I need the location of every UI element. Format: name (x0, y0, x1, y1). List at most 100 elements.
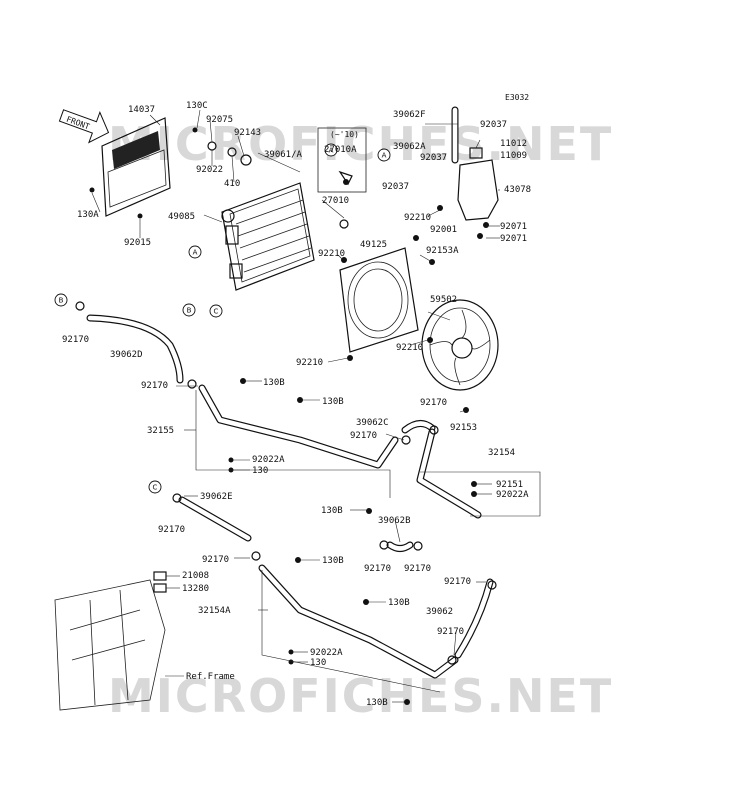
part-label-92001: 92001 (430, 225, 457, 235)
part-label-92022A-b: 92022A (496, 490, 529, 500)
part-label-92170-i: 92170 (444, 577, 471, 587)
radiator (221, 182, 315, 291)
part-label-92037-c: 92037 (382, 182, 409, 192)
pipe-32155 (198, 384, 399, 469)
part-label-92210-b: 92210 (318, 249, 345, 259)
part-label-92170-c: 92170 (420, 398, 447, 408)
hose-39062C (401, 420, 436, 434)
part-label-130B-e: 130B (388, 598, 410, 608)
svg-text:C: C (153, 484, 158, 492)
part-label-21008: 21008 (182, 571, 209, 581)
callout-A1: A (188, 245, 202, 259)
part-label-39062: 39062 (426, 607, 453, 617)
year-note-box: (~'10) 27010A (317, 127, 367, 193)
cooling-fan (421, 299, 499, 391)
part-label-49085: 49085 (168, 212, 195, 222)
callout-C1: C (209, 304, 223, 318)
callout-A3: A (377, 148, 391, 162)
part-label-92143: 92143 (234, 128, 261, 138)
part-label-92170-f: 92170 (364, 564, 391, 574)
part-label-410: 410 (224, 179, 240, 189)
part-label-92210-a: 92210 (404, 213, 431, 223)
part-label-27010A: 27010A (324, 145, 357, 155)
part-label-92170-d: 92170 (350, 431, 377, 441)
hose-39062B (386, 541, 414, 552)
part-labels: 14037 130C 92075 92143 92022 410 39061/A… (62, 101, 531, 708)
part-label-92015: 92015 (124, 238, 151, 248)
watermark-top: MICROFICHES.NET (108, 117, 613, 171)
part-label-92170-e: 92170 (158, 525, 185, 535)
part-label-92170-j: 92170 (437, 627, 464, 637)
part-label-130B-c: 130B (321, 506, 343, 516)
part-label-92037-b: 92037 (420, 153, 447, 163)
reservoir-tank (451, 106, 499, 221)
pipe-32154A (258, 564, 459, 679)
part-label-39062B: 39062B (378, 516, 411, 526)
part-label-130A: 130A (77, 210, 99, 220)
leader-lines (91, 109, 541, 703)
diagram-code: E3032 (505, 93, 529, 102)
part-label-130C: 130C (186, 101, 208, 111)
svg-text:A: A (329, 147, 334, 155)
part-label-39062E: 39062E (200, 492, 233, 502)
svg-text:B: B (187, 307, 192, 315)
callout-A2: A (324, 143, 338, 157)
part-label-39062A: 39062A (393, 142, 426, 152)
part-label-59502: 59502 (430, 295, 457, 305)
frame-reference-label: Ref.Frame (186, 672, 235, 682)
part-label-39062F: 39062F (393, 110, 426, 120)
part-label-130B-f: 130B (366, 698, 388, 708)
part-label-27010: 27010 (322, 196, 349, 206)
part-label-39061A: 39061/A (264, 150, 303, 160)
part-label-130B-a: 130B (263, 378, 285, 388)
part-label-11012: 11012 (500, 139, 527, 149)
part-label-11009: 11009 (500, 151, 527, 161)
part-label-92170-b: 92170 (141, 381, 168, 391)
part-label-92075: 92075 (206, 115, 233, 125)
frame-outline (54, 579, 166, 711)
hardware (75, 127, 497, 705)
front-arrow-icon: FRONT (58, 109, 110, 144)
part-label-92071-b: 92071 (500, 234, 527, 244)
callout-B2: B (54, 293, 68, 307)
hose-39062E (178, 496, 252, 542)
part-label-130-b: 130 (310, 658, 326, 668)
hose-39062 (454, 578, 494, 659)
watermark-bottom: MICROFICHES.NET (108, 669, 613, 723)
svg-text:C: C (214, 308, 219, 316)
part-label-92170-h: 92170 (202, 555, 229, 565)
part-label-39062C: 39062C (356, 418, 389, 428)
year-note: (~'10) (330, 130, 359, 139)
part-label-92022A-a: 92022A (252, 455, 285, 465)
part-label-92170-g: 92170 (404, 564, 431, 574)
part-label-92037-a: 92037 (480, 120, 507, 130)
part-label-49125: 49125 (360, 240, 387, 250)
part-label-92153: 92153 (450, 423, 477, 433)
radiator-screen (101, 117, 171, 217)
part-label-92153A: 92153A (426, 246, 459, 256)
svg-text:A: A (193, 249, 198, 257)
callout-C2: C (148, 480, 162, 494)
part-label-92210-d: 92210 (296, 358, 323, 368)
part-label-43078: 43078 (504, 185, 531, 195)
part-label-92151: 92151 (496, 480, 523, 490)
part-label-32154A: 32154A (198, 606, 231, 616)
part-label-130B-b: 130B (322, 397, 344, 407)
part-label-13280: 13280 (182, 584, 209, 594)
part-label-92022: 92022 (196, 165, 223, 175)
pipe-32154 (416, 428, 482, 519)
svg-text:A: A (382, 152, 387, 160)
part-label-130B-d: 130B (322, 556, 344, 566)
part-label-14037: 14037 (128, 105, 155, 115)
fan-shroud (339, 247, 419, 353)
part-label-130-a: 130 (252, 466, 268, 476)
part-label-92170-a: 92170 (62, 335, 89, 345)
part-label-32154: 32154 (488, 448, 515, 458)
part-label-39062D: 39062D (110, 350, 143, 360)
svg-text:B: B (59, 297, 64, 305)
callout-B1: B (182, 303, 196, 317)
part-label-92071-a: 92071 (500, 222, 527, 232)
part-label-32155: 32155 (147, 426, 174, 436)
